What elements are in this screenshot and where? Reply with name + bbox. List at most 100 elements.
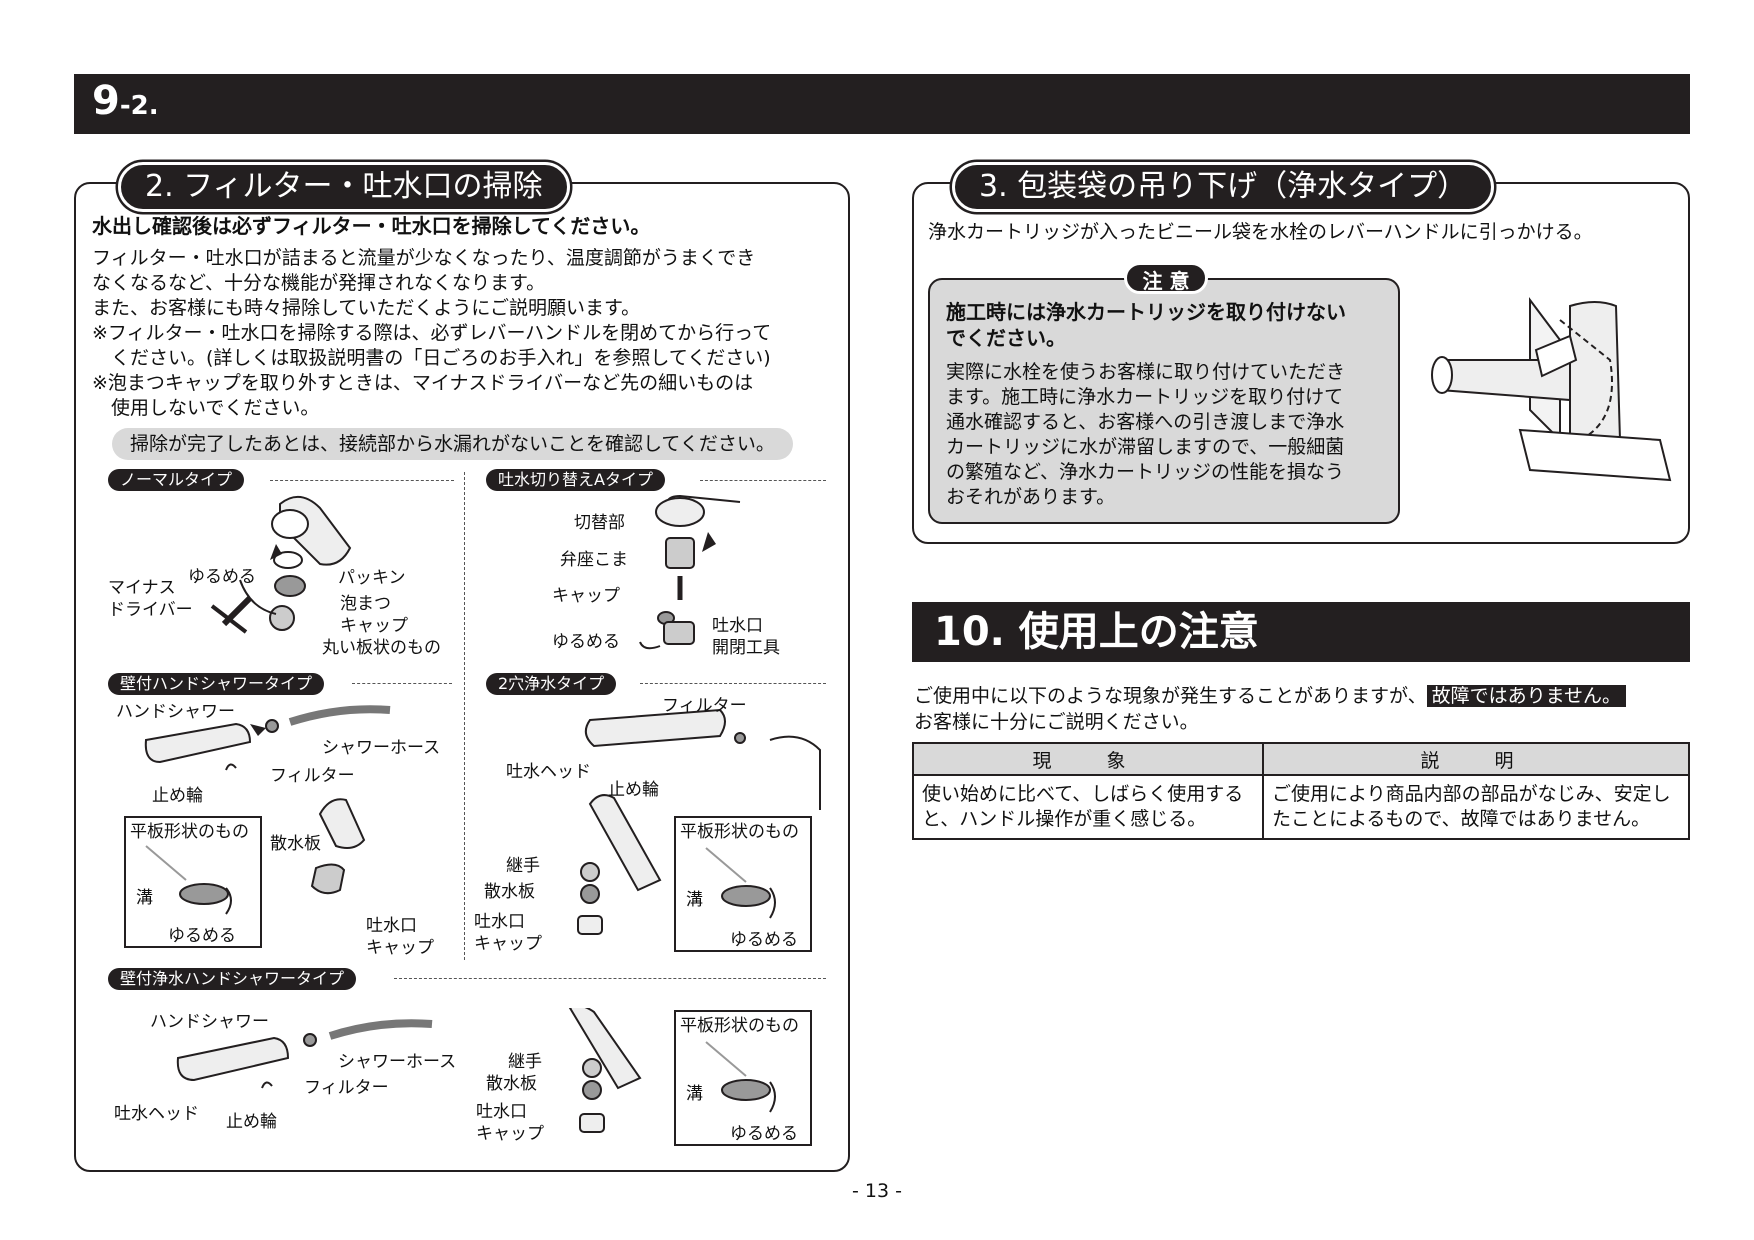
filter-body-5: ください。(詳しくは取扱説明書の「日ごろのお手入れ」を参照してください) [92,347,771,369]
cell-phenomenon-line-2: と、ハンドル操作が重く感じる。 [922,808,1207,830]
filter-body-3: また、お客様にも時々掃除していただくようにご説明願います。 [92,297,641,319]
filter-note: 掃除が完了したあとは、接続部から水漏れがないことを確認してください。 [112,428,793,460]
normal-label-minus: マイナス [108,578,176,598]
divider [640,683,826,684]
purify-label-ring: 止め輪 [226,1112,277,1132]
divider [270,480,454,481]
switch-a-illustration [639,494,741,650]
section-header-bar: 9-2. [74,74,1690,134]
twohole-label-head: 吐水ヘッド [506,762,591,782]
filter-section-title: 2. フィルター・吐水口の掃除 [118,162,570,212]
divider [394,978,826,979]
purify-detail-flat: 平板形状のもの [680,1016,799,1036]
shower-detail-groove: 溝 [136,888,153,908]
shower-label-ring: 止め輪 [152,786,203,806]
page-number: - 13 - [852,1180,902,1202]
filter-body-6: ※泡まつキャップを取り外すときは、マイナスドライバーなど先の細いものは [92,372,754,394]
normal-label-driver: ドライバー [108,600,193,620]
purify-detail-box [674,1010,812,1146]
usage-section-title: 10. 使用上の注意 [912,602,1690,662]
purify-detail-groove: 溝 [686,1084,703,1104]
wall-purify-illustration [176,1008,642,1133]
table-row: 使い始めに比べて、しばらく使用すると、ハンドル操作が重く感じる。 ご使用により商… [912,774,1690,840]
purify-label-filter: フィルター [304,1078,389,1098]
caution-body-4: カートリッジに水が滞留しますので、一般細菌 [946,436,1345,458]
twohole-detail-flat: 平板形状のもの [680,822,799,842]
type-switch-a: 吐水切り替えAタイプ [486,469,665,491]
section-number: 9-2. [92,78,159,124]
shower-label-filter: フィルター [270,766,355,786]
switch-label-loosen: ゆるめる [552,632,620,652]
twohole-detail-illustration [705,847,776,919]
usage-intro-text: ご使用中に以下のような現象が発生することがありますが、 [914,685,1427,707]
bag-body: 浄水カートリッジが入ったビニール袋を水栓のレバーハンドルに引っかける。 [928,221,1593,243]
cell-explanation-line-1: ご使用により商品内部の部品がなじみ、安定し [1272,783,1671,805]
twohole-detail-box [674,816,812,952]
switch-label-spout: 吐水口 [712,616,763,636]
switch-label-valve: 弁座こま [560,550,628,570]
switch-label-tool: 開閉工具 [712,638,780,658]
shower-label-hose: シャワーホース [322,738,441,758]
filter-body-4: ※フィルター・吐水口を掃除する際は、必ずレバーハンドルを閉めてから行って [92,322,772,344]
usage-intro-highlight: 故障ではありません。 [1426,685,1627,707]
shower-label-spout: 吐水口 [366,916,417,936]
normal-type-illustration [210,496,352,634]
twohole-label-spout: 吐水口 [474,912,525,932]
bag-section-title: 3. 包装袋の吊り下げ（浄水タイプ） [952,162,1495,212]
caution-body-2: ます。施工時に浄水カートリッジを取り付けて [946,386,1344,408]
cell-phenomenon: 使い始めに比べて、しばらく使用すると、ハンドル操作が重く感じる。 [912,774,1264,840]
usage-table: 現 象 説 明 使い始めに比べて、しばらく使用すると、ハンドル操作が重く感じる。… [912,742,1690,840]
caution-body-1: 実際に水栓を使うお客様に取り付けていただき [946,361,1346,383]
cell-explanation-line-2: たことによるもので、故障ではありません。 [1272,808,1651,830]
caution-tag: 注 意 [1124,262,1208,294]
caution-body-3: 通水確認すると、お客様への引き渡しまで浄水 [946,411,1345,433]
type-two-hole: 2穴浄水タイプ [486,673,617,695]
caution-head-1: 施工時には浄水カートリッジを取り付けない [946,300,1346,324]
type-wall-purify: 壁付浄水ハンドシャワータイプ [108,968,357,990]
caution-body-6: おそれがあります。 [946,486,1116,508]
faucet-bag-illustration [1431,297,1672,482]
switch-label-switch: 切替部 [574,513,625,533]
type-wall-shower: 壁付ハンドシャワータイプ [108,673,325,695]
normal-label-disc: 丸い板状のもの [322,638,441,658]
filter-lead: 水出し確認後は必ずフィルター・吐水口を掃除してください。 [92,214,651,238]
twohole-label-sprinkle: 散水板 [484,882,535,902]
purify-label-head: 吐水ヘッド [114,1104,199,1124]
shower-detail-illustration [145,845,232,915]
cell-phenomenon-line-1: 使い始めに比べて、しばらく使用する [922,783,1244,805]
twohole-label-cap: キャップ [474,934,542,954]
purify-label-sprinkle: 散水板 [486,1074,537,1094]
filter-body-1: フィルター・吐水口が詰まると流量が少なくなったり、温度調節がうまくでき [92,247,756,269]
twohole-label-joint: 継手 [506,856,540,876]
type-normal: ノーマルタイプ [108,469,245,491]
twohole-label-filter: フィルター [662,696,747,716]
usage-intro-line-1: ご使用中に以下のような現象が発生することがありますが、故障ではありません。 [914,684,1627,709]
purify-label-joint: 継手 [508,1052,542,1072]
purify-detail-loosen: ゆるめる [730,1124,798,1144]
shower-label-sprinkle: 散水板 [270,834,321,854]
twohole-label-ring: 止め輪 [608,780,659,800]
usage-intro-line-2: お客様に十分にご説明ください。 [914,711,1199,733]
shower-detail-loosen: ゆるめる [168,926,236,946]
normal-label-packing: パッキン [338,568,406,588]
divider [700,480,826,481]
usage-table-header: 現 象 説 明 [912,742,1690,776]
twohole-detail-groove: 溝 [686,890,703,910]
cell-explanation: ご使用により商品内部の部品がなじみ、安定したことによるもので、故障ではありません… [1262,774,1690,840]
filter-body-2: なくなるなど、十分な機能が発揮されなくなります。 [92,272,546,294]
shower-label-cap: キャップ [366,938,434,958]
purify-label-hose: シャワーホース [338,1052,457,1072]
normal-label-loosen: ゆるめる [188,567,256,587]
wall-shower-illustration [144,705,391,895]
header-explanation: 説 明 [1262,742,1690,776]
purify-label-cap: キャップ [476,1124,544,1144]
shower-detail-flat: 平板形状のもの [130,822,249,842]
caution-body-5: の繁殖など、浄水カートリッジの性能を損なう [946,461,1345,483]
two-hole-illustration [577,708,821,935]
divider [464,472,465,960]
normal-label-cap: キャップ [340,616,408,636]
twohole-detail-loosen: ゆるめる [730,930,798,950]
shower-detail-box [124,816,262,948]
normal-label-bubble: 泡まつ [340,594,391,614]
purify-label-handshower: ハンドシャワー [150,1012,269,1032]
